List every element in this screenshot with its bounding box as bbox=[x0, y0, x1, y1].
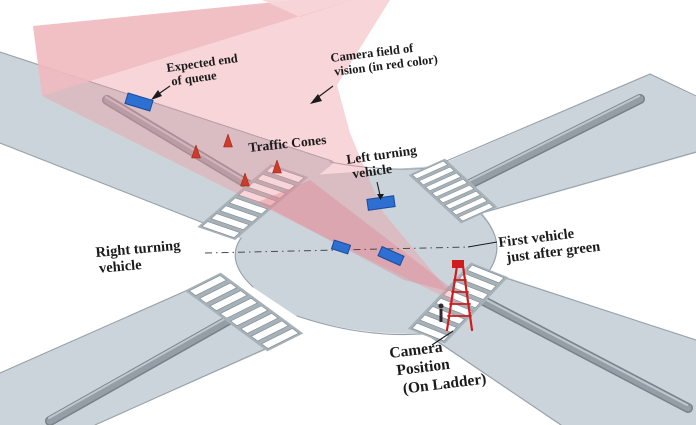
label-line: vehicle bbox=[351, 161, 392, 181]
median-northeast bbox=[455, 94, 645, 194]
label-line: of queue bbox=[170, 68, 217, 88]
median-northwest bbox=[102, 95, 262, 195]
label-line: vehicle bbox=[98, 257, 142, 277]
camera-field-arrow bbox=[316, 85, 334, 99]
label-line: Camera bbox=[388, 339, 443, 362]
camera-position-leader-line bbox=[431, 330, 454, 346]
traffic-cone bbox=[240, 172, 250, 187]
vehicle-first-after-green bbox=[377, 245, 405, 267]
label-line: Position bbox=[396, 356, 451, 379]
intersection-area bbox=[235, 166, 498, 334]
first-vehicle-leader-line bbox=[467, 241, 498, 248]
fov-far-wall bbox=[33, 0, 352, 96]
left-turning-arrowhead bbox=[377, 194, 384, 200]
annotation-leaders bbox=[151, 85, 454, 346]
camera-ladder bbox=[438, 260, 474, 332]
left-turning-leader-line bbox=[376, 181, 381, 196]
traffic-cone bbox=[191, 144, 201, 159]
label-line: Right turning bbox=[95, 238, 182, 261]
road-southwest-leg bbox=[0, 281, 286, 425]
medians bbox=[45, 94, 693, 425]
vehicle-expected-end-of-queue bbox=[124, 92, 154, 112]
camera-field-arrowhead bbox=[310, 94, 322, 104]
expected-end-arrowhead bbox=[151, 90, 162, 100]
fov-ground-area bbox=[42, 0, 460, 305]
traffic-cone bbox=[272, 159, 282, 174]
ladder-frame bbox=[445, 264, 474, 332]
camera-box bbox=[452, 260, 464, 268]
label-right-turning-vehicle: Right turning vehicle bbox=[95, 238, 182, 277]
traffic-cone bbox=[223, 133, 233, 148]
traffic-cones bbox=[191, 133, 282, 187]
observer-person bbox=[438, 303, 444, 309]
vehicles bbox=[124, 92, 405, 267]
fov-wall-top-facet bbox=[262, 0, 352, 17]
sight-line bbox=[204, 246, 469, 254]
camera-field-of-vision bbox=[33, 0, 460, 305]
road-outlines bbox=[0, 51, 696, 425]
vehicle-right-turning bbox=[330, 239, 352, 255]
fov-center-wedge bbox=[258, 180, 459, 294]
median-southeast bbox=[473, 293, 693, 413]
median-southwest bbox=[45, 311, 241, 425]
